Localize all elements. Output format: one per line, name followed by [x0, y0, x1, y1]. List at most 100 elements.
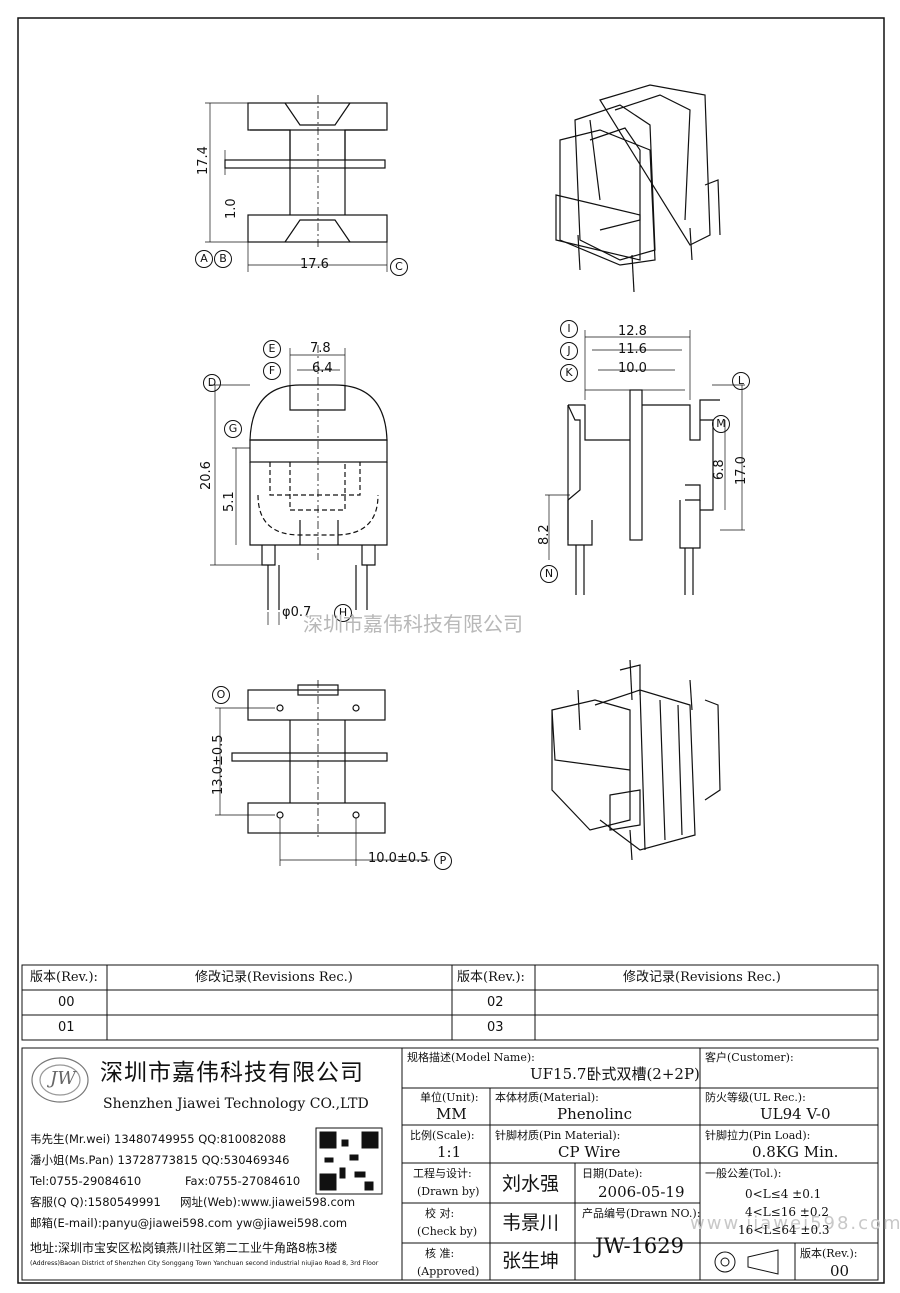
dim-10-0-pin: 10.0±0.5: [368, 851, 429, 866]
marker-n: N: [540, 565, 558, 583]
tol-range-2: 4<L≤16 ±0.2: [745, 1205, 829, 1219]
address-cn: 地址:深圳市宝安区松岗镇燕川社区第二工业牛角路8栋3楼: [30, 1241, 338, 1255]
version-label: 版本(Rev.):: [800, 1247, 858, 1260]
view-side-left: [210, 345, 388, 625]
dim-6-4: 6.4: [312, 361, 333, 376]
date-label: 日期(Date):: [582, 1167, 643, 1180]
rev-row-02: 02: [487, 995, 504, 1010]
scale-value: 1:1: [437, 1143, 462, 1161]
view-bottom-left: [215, 680, 430, 866]
drawn-no-label: 产品编号(Drawn NO.):: [582, 1207, 701, 1220]
contact-tel: Tel:0755-29084610: [30, 1174, 142, 1188]
view-iso-top: [555, 84, 721, 293]
dim-20-6: 20.6: [199, 461, 214, 490]
qr-code: [315, 1127, 383, 1195]
marker-k: K: [560, 364, 578, 382]
check-value: 韦景川: [502, 1212, 560, 1234]
check-label-cn: 校 对:: [425, 1207, 455, 1220]
marker-d: D: [203, 374, 221, 392]
marker-o: O: [212, 686, 230, 704]
tol-range-1: 0<L≤4 ±0.1: [745, 1187, 822, 1201]
model-label: 规格描述(Model Name):: [407, 1051, 535, 1064]
drawn-label-en: (Drawn by): [417, 1185, 480, 1198]
view-side-right: [545, 330, 745, 595]
dim-17-0: 17.0: [734, 456, 749, 485]
ul-value: UL94 V-0: [760, 1105, 831, 1123]
view-iso-bottom: [551, 659, 721, 861]
rev-row-03: 03: [487, 1020, 504, 1035]
pin-material-value: CP Wire: [558, 1143, 621, 1161]
company-name-en: Shenzhen Jiawei Technology CO.,LTD: [103, 1096, 369, 1112]
marker-c: C: [390, 258, 408, 276]
company-logo: JW: [50, 1068, 76, 1089]
marker-b: B: [214, 250, 232, 268]
marker-f: F: [263, 362, 281, 380]
dim-5-1: 5.1: [222, 491, 237, 512]
company-name-cn: 深圳市嘉伟科技有限公司: [100, 1060, 364, 1086]
logo-ring: [31, 1057, 89, 1103]
marker-i: I: [560, 320, 578, 338]
marker-e: E: [263, 340, 281, 358]
dim-13-0: 13.0±0.5: [211, 734, 226, 795]
rev-row-01: 01: [58, 1020, 75, 1035]
contact-pan: 潘小姐(Ms.Pan) 13728773815 QQ:530469346: [30, 1153, 290, 1167]
contact-email: 邮箱(E-mail):panyu@jiawei598.com yw@jiawei…: [30, 1216, 348, 1230]
approve-label-cn: 核 准:: [425, 1247, 455, 1260]
address-en: (Address)Baoan District of Shenzhen City…: [30, 1260, 379, 1267]
dim-1-0: 1.0: [224, 198, 239, 219]
rev-header-right: 版本(Rev.):: [457, 970, 525, 985]
marker-p: P: [434, 852, 452, 870]
rev-header-left: 版本(Rev.):: [30, 970, 98, 985]
marker-a: A: [195, 250, 213, 268]
drawn-label-cn: 工程与设计:: [413, 1167, 472, 1180]
pin-load-value: 0.8KG Min.: [752, 1143, 839, 1161]
view-top-left: [205, 95, 388, 272]
revision-table: [21, 964, 879, 1041]
watermark-url: www.jiawei598.com: [690, 1213, 900, 1234]
drawn-no-value: JW-1629: [595, 1234, 685, 1258]
dim-17-4: 17.4: [196, 146, 211, 175]
material-label: 本体材质(Material):: [495, 1091, 599, 1104]
scale-label: 比例(Scale):: [410, 1129, 475, 1142]
customer-label: 客户(Customer):: [705, 1051, 794, 1064]
marker-h: H: [334, 604, 352, 622]
marker-m: M: [712, 415, 730, 433]
check-label-en: (Check by): [417, 1225, 478, 1238]
contact-fax: Fax:0755-27084610: [185, 1174, 301, 1188]
approve-label-en: (Approved): [417, 1265, 480, 1278]
dim-8-2: 8.2: [537, 524, 552, 545]
material-value: Phenolinc: [557, 1105, 632, 1123]
dim-12-8: 12.8: [618, 324, 647, 339]
watermark-text: 深圳市嘉伟科技有限公司: [303, 612, 523, 636]
dim-phi-0-7: φ0.7: [282, 605, 312, 620]
approve-value: 张生坤: [502, 1250, 560, 1272]
ul-label: 防火等级(UL Rec.):: [705, 1091, 806, 1104]
sheet-border: [17, 17, 885, 1284]
contact-web: 网址(Web):www.jiawei598.com: [180, 1195, 356, 1209]
contact-qq: 客服(Q Q):1580549991: [30, 1195, 161, 1209]
dim-10-0: 10.0: [618, 361, 647, 376]
contact-wei: 韦先生(Mr.wei) 13480749955 QQ:810082088: [30, 1132, 287, 1146]
drawn-value: 刘水强: [502, 1173, 560, 1195]
dim-11-6: 11.6: [618, 342, 647, 357]
dim-17-6: 17.6: [300, 257, 329, 272]
pin-load-label: 针脚拉力(Pin Load):: [705, 1129, 811, 1142]
dim-6-8: 6.8: [712, 459, 727, 480]
model-value: UF15.7卧式双槽(2+2P): [530, 1065, 700, 1083]
title-block-grid: [21, 1047, 879, 1281]
rec-header-left: 修改记录(Revisions Rec.): [195, 970, 353, 985]
version-value: 00: [830, 1262, 850, 1280]
rec-header-right: 修改记录(Revisions Rec.): [623, 970, 781, 985]
tol-range-3: 16<L≤64 ±0.3: [738, 1223, 830, 1237]
unit-label: 单位(Unit):: [420, 1091, 479, 1104]
pin-material-label: 针脚材质(Pin Material):: [495, 1129, 621, 1142]
marker-g: G: [224, 420, 242, 438]
unit-value: MM: [436, 1105, 467, 1123]
rev-row-00: 00: [58, 995, 75, 1010]
date-value: 2006-05-19: [598, 1183, 685, 1201]
tol-label: 一般公差(Tol.):: [705, 1167, 782, 1180]
dim-7-8: 7.8: [310, 341, 331, 356]
marker-j: J: [560, 342, 578, 360]
